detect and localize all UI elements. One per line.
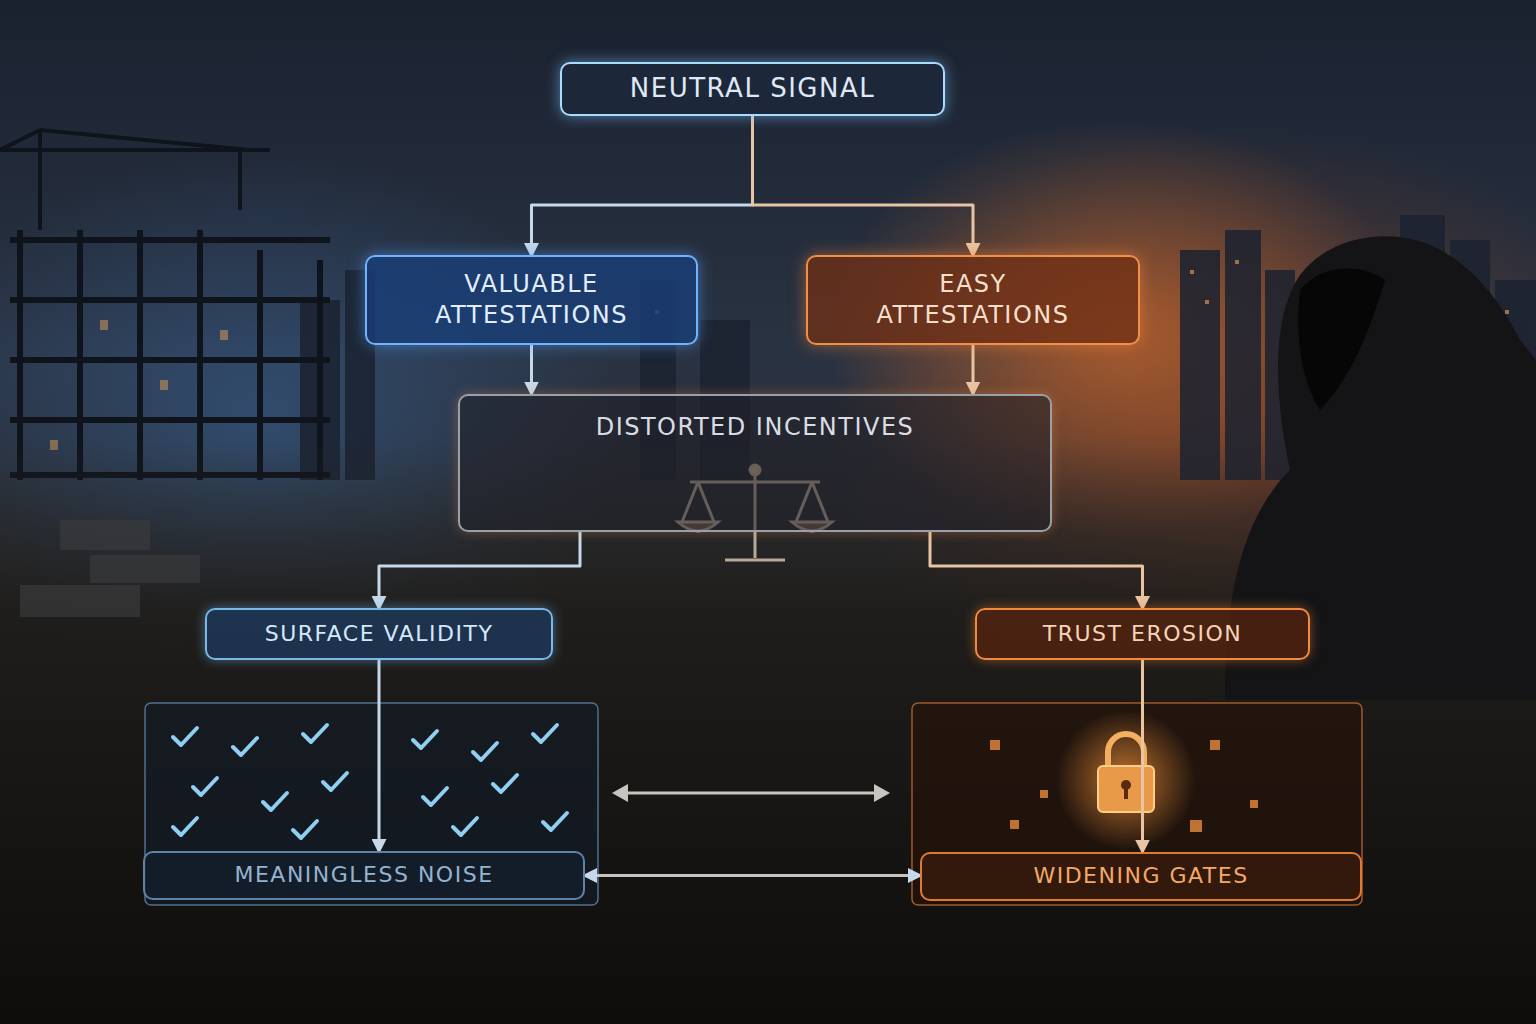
box-label: DISTORTED INCENTIVES: [596, 412, 915, 443]
flow-arrow: [972, 345, 975, 394]
result-box: MEANINGLESS NOISE: [143, 851, 585, 900]
box-label: NEUTRAL SIGNAL: [630, 72, 875, 106]
box-label: EASY ATTESTATIONS: [848, 269, 1098, 331]
lock-panel: [912, 703, 1362, 905]
building-windows: [50, 320, 228, 450]
flow-arrow: [530, 345, 533, 394]
root-box: NEUTRAL SIGNAL: [560, 62, 945, 116]
result-box: WIDENING GATES: [920, 852, 1362, 901]
flow-arrow: [379, 532, 580, 609]
box-label: WIDENING GATES: [1033, 862, 1248, 891]
construction-frame: [0, 130, 330, 480]
process-box: VALUABLE ATTESTATIONS: [365, 255, 698, 345]
flow-arrow: [930, 532, 1143, 609]
process-box: EASY ATTESTATIONS: [806, 255, 1140, 345]
box-label: TRUST EROSION: [1043, 620, 1242, 649]
hood-shadow: [1298, 269, 1385, 410]
box-label: MEANINGLESS NOISE: [234, 861, 493, 890]
flow-arrow: [585, 874, 920, 877]
box-label: VALUABLE ATTESTATIONS: [407, 269, 657, 331]
flow-arrow: [532, 116, 753, 255]
rubble-blocks: [20, 520, 200, 617]
flow-arrow: [1141, 660, 1144, 852]
outcome-box: SURFACE VALIDITY: [205, 608, 553, 660]
outcome-box: TRUST EROSION: [975, 608, 1310, 660]
panel-double-arrow: [612, 784, 890, 802]
central-box: DISTORTED INCENTIVES: [458, 394, 1052, 532]
box-label: SURFACE VALIDITY: [265, 620, 494, 649]
flow-arrow: [753, 116, 974, 255]
flow-arrow: [378, 660, 381, 851]
